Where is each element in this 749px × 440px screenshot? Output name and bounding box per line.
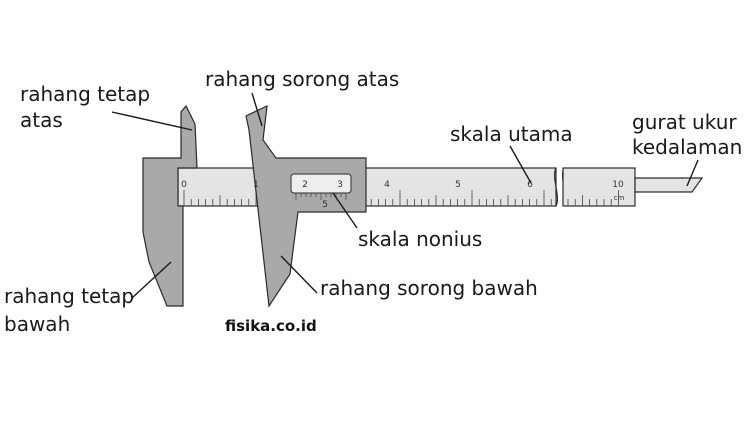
sliding-jaw [245,104,367,308]
leader-sliding-upper-jaw [251,92,263,127]
label-depth-gauge-line2: kedalaman [632,135,742,159]
main-scale-beam [177,167,557,207]
leader-sliding-lower-jaw [280,255,318,294]
label-depth-gauge-line1: gurat ukur [632,110,737,134]
main-scale-number-4: 4 [384,180,390,190]
leader-main-scale [509,145,532,184]
leader-fixed-upper-jaw [111,111,193,131]
main-scale-number-6: 6 [527,180,533,190]
leader-fixed-lower-jaw [131,261,172,299]
depth-gauge-rod [634,177,704,193]
main-scale-number-10: 10 [612,180,624,190]
leader-depth-gauge [686,159,699,187]
label-main-scale: skala utama [450,122,573,146]
main-scale-ticks [183,190,619,206]
fixed-jaw [142,104,198,307]
label-vernier-scale: skala nonius [358,227,482,251]
main-scale-number-5: 5 [455,180,461,190]
leader-lines [111,92,699,299]
vernier-number-5: 5 [322,200,328,210]
vernier-number-3: 3 [337,180,343,190]
label-fixed-lower-jaw-line2: bawah [4,312,70,336]
label-fixed-upper-jaw-line1: rahang tetap [20,82,150,106]
beam-break-mark [553,167,559,207]
main-scale-unit: cm [614,194,625,202]
label-fixed-upper-jaw-line2: atas [20,108,63,132]
main-scale-number-0: 0 [181,180,187,190]
credit-text: fisika.co.id [225,317,317,335]
leader-vernier-scale [332,192,358,229]
vernier-number-2: 2 [302,180,308,190]
main-scale-number-1: 1 [253,180,259,190]
label-fixed-lower-jaw-line1: rahang tetap [4,284,134,308]
label-sliding-upper-jaw: rahang sorong atas [205,67,399,91]
label-sliding-lower-jaw: rahang sorong bawah [320,276,538,300]
